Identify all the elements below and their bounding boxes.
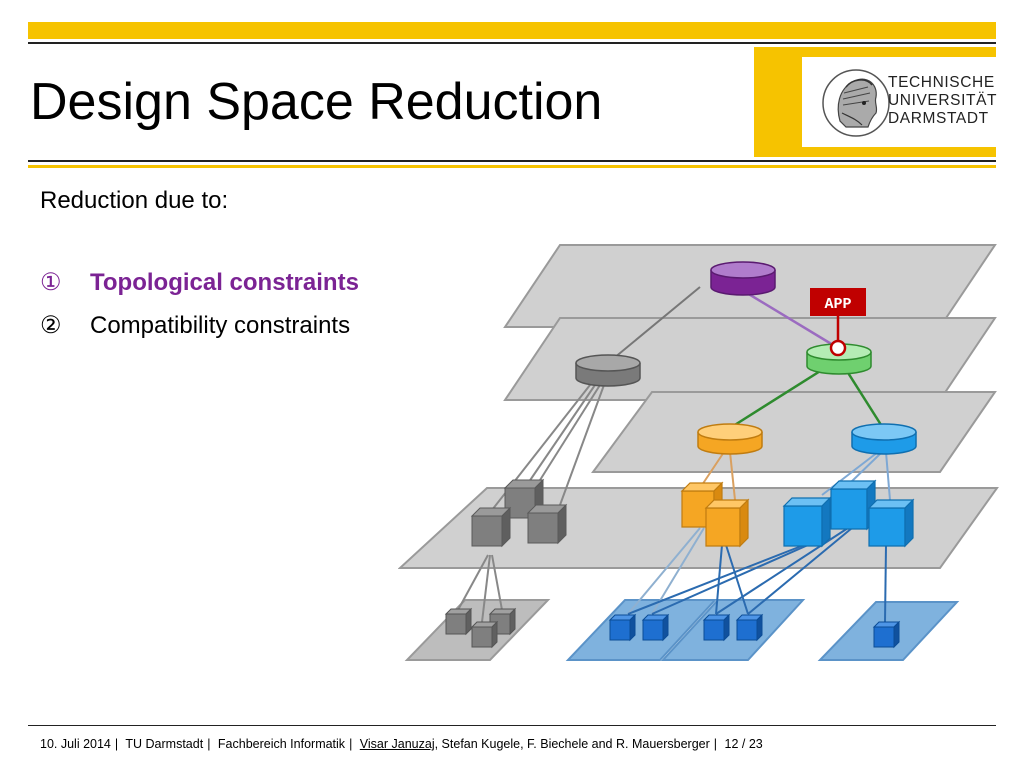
footer-author-link[interactable]: Visar Januzaj [359,737,435,751]
layered-architecture-diagram: APP [398,244,999,661]
logo-line-1: TECHNISCHE [888,74,995,91]
footer-authors: , Stefan Kugele, F. Biechele and R. Maue… [434,737,710,751]
header-yellow-rule [28,165,996,168]
list-text-2: Compatibility constraints [90,311,351,339]
footer: 10. Juli 2014| TU Darmstadt| Fachbereich… [40,737,763,751]
logo-wordmark: TECHNISCHE UNIVERSITÄT DARMSTADT [888,74,997,128]
intro-text: Reduction due to: [40,187,229,214]
purple-cylinder [710,261,776,296]
orange-cylinder [697,423,763,455]
header-rule-top [28,42,996,44]
header-rule-bottom [28,160,996,162]
footer-date: 10. Juli 2014 [40,737,111,751]
header-accent-bar [28,22,996,39]
footer-page-number: 12 / 23 [724,737,763,751]
list-marker-1: ① [40,269,62,296]
gray-cylinder [575,354,641,387]
logo-line-2: UNIVERSITÄT [888,92,998,109]
page-title: Design Space Reduction [30,73,603,131]
blue-cubes [782,479,915,548]
list-text-1: Topological constraints [90,268,359,296]
small-blue-cubes [608,613,901,649]
app-label: APP [824,296,851,313]
blue-cylinder [851,423,917,455]
app-marker: APP [810,288,866,357]
logo-panel: TECHNISCHE UNIVERSITÄT DARMSTADT [802,57,996,147]
university-logo: TECHNISCHE UNIVERSITÄT DARMSTADT [754,47,996,157]
second-plane [503,317,997,401]
third-plane [591,391,997,473]
bottom-tile-blue-2 [660,599,806,661]
green-cylinder [806,343,872,375]
list-marker-2: ② [40,312,62,339]
athena-head-icon [822,69,890,137]
logo-line-3: DARMSTADT [888,110,989,127]
footer-department: Fachbereich Informatik [217,737,346,751]
list-item-compatibility: ② Compatibility constraints [40,311,350,340]
orange-cubes [680,481,750,548]
small-gray-cubes [444,607,517,649]
footer-rule [28,725,996,726]
app-label-box [810,288,866,316]
connection-lines [457,286,891,623]
list-item-topological: ① Topological constraints [40,268,359,297]
footer-university: TU Darmstadt [125,737,204,751]
